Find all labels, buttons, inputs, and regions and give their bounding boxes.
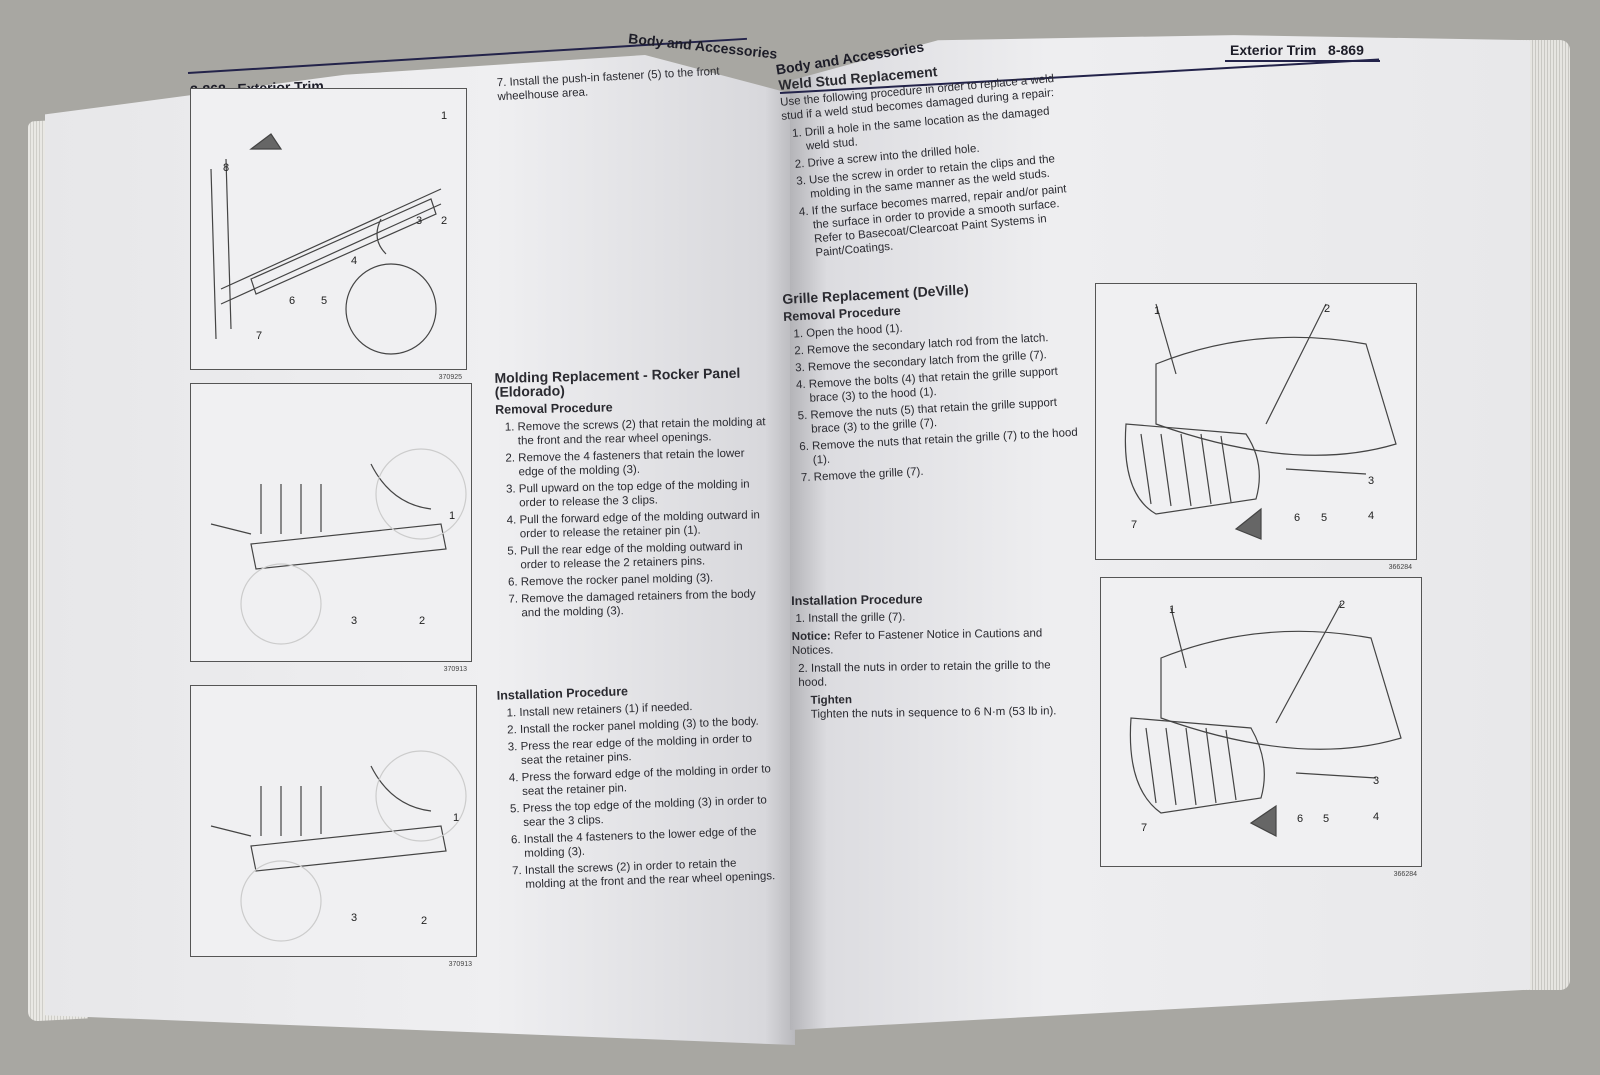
figure-number: 366284 xyxy=(1388,564,1412,571)
svg-text:4: 4 xyxy=(1368,510,1374,522)
svg-text:3: 3 xyxy=(1368,475,1374,487)
svg-text:3: 3 xyxy=(351,912,357,924)
svg-text:4: 4 xyxy=(1373,811,1379,823)
svg-text:1: 1 xyxy=(1154,305,1160,317)
step: Remove the rocker panel molding (3). xyxy=(521,570,769,589)
step: Press the top edge of the molding (3) in… xyxy=(523,793,774,830)
right-page-header: Exterior Trim 8-869 xyxy=(1230,42,1364,58)
figure-number: 370913 xyxy=(443,666,467,673)
svg-text:2: 2 xyxy=(1324,303,1330,315)
svg-text:1: 1 xyxy=(441,110,447,122)
svg-text:6: 6 xyxy=(289,295,295,307)
svg-text:1: 1 xyxy=(449,510,455,522)
step: Remove the 4 fasteners that retain the l… xyxy=(518,446,767,479)
svg-text:7: 7 xyxy=(256,330,262,342)
notice-label: Notice: xyxy=(791,630,831,644)
svg-text:6: 6 xyxy=(1294,512,1300,524)
svg-text:6: 6 xyxy=(1297,813,1303,825)
svg-text:1: 1 xyxy=(1169,604,1175,616)
step: Pull the forward edge of the molding out… xyxy=(519,508,768,541)
header-rule xyxy=(1225,60,1380,62)
figure-number: 370913 xyxy=(448,961,472,968)
subheading: Installation Procedure xyxy=(791,592,923,609)
figure-grille-installation: 1 2 3 4 5 6 7 366284 xyxy=(1100,577,1422,878)
step: Install the screws (2) in order to retai… xyxy=(525,855,776,892)
step: Pull the rear edge of the molding outwar… xyxy=(520,539,769,572)
svg-text:3: 3 xyxy=(416,215,422,227)
svg-text:2: 2 xyxy=(1339,599,1345,611)
step: Remove the screws (2) that retain the mo… xyxy=(517,415,766,448)
figure-rocker-molding-removal: 1 2 3 370913 xyxy=(190,383,472,673)
subheading: Removal Procedure xyxy=(495,400,613,417)
tighten-text: Tighten the nuts in sequence to 6 N·m (5… xyxy=(810,705,1057,721)
svg-text:7: 7 xyxy=(1131,519,1137,531)
svg-text:2: 2 xyxy=(441,215,447,227)
svg-text:3: 3 xyxy=(1373,775,1379,787)
section-heading: Molding Replacement - Rocker Panel (Eldo… xyxy=(494,364,741,400)
svg-text:4: 4 xyxy=(351,255,357,267)
svg-text:5: 5 xyxy=(1321,512,1327,524)
molding-removal-section: Molding Replacement - Rocker Panel (Eldo… xyxy=(494,365,769,624)
step: 2. Install the nuts in order to retain t… xyxy=(798,659,1051,689)
grille-removal-section: Grille Replacement (DeVille) Removal Pro… xyxy=(782,277,1082,489)
figure-rocker-molding-install: 1 2 3 370913 xyxy=(190,685,477,968)
svg-text:2: 2 xyxy=(419,615,425,627)
svg-text:5: 5 xyxy=(321,295,327,307)
step: Press the forward edge of the molding in… xyxy=(521,762,772,799)
figure-number: 370925 xyxy=(438,374,462,381)
step: Pull upward on the top edge of the moldi… xyxy=(519,477,768,510)
step: Remove the damaged retainers from the bo… xyxy=(521,587,770,620)
figure-grille-removal: 1 2 3 4 5 6 7 366284 xyxy=(1095,283,1417,571)
step: 1. Install the grille (7). xyxy=(795,611,906,625)
step: Install the 4 fasteners to the lower edg… xyxy=(524,824,775,861)
svg-text:7: 7 xyxy=(1141,822,1147,834)
section-title: Exterior Trim xyxy=(1230,42,1317,58)
grille-installation-section: Installation Procedure 1. Install the gr… xyxy=(791,586,1083,726)
figure-number: 366284 xyxy=(1393,871,1417,878)
step: Press the rear edge of the molding in or… xyxy=(520,731,771,768)
figure-rocker-fastener: 8 1 2 3 4 5 6 7 370925 xyxy=(190,88,467,381)
svg-text:5: 5 xyxy=(1323,813,1329,825)
svg-text:2: 2 xyxy=(421,915,427,927)
svg-text:1: 1 xyxy=(453,812,459,824)
svg-text:3: 3 xyxy=(351,615,357,627)
weld-stud-section: Weld Stud Replacement Use the following … xyxy=(778,53,1083,266)
page-number: 8-869 xyxy=(1328,42,1364,58)
svg-text:8: 8 xyxy=(223,162,229,174)
molding-installation-section: Installation Procedure Install new retai… xyxy=(496,675,776,895)
